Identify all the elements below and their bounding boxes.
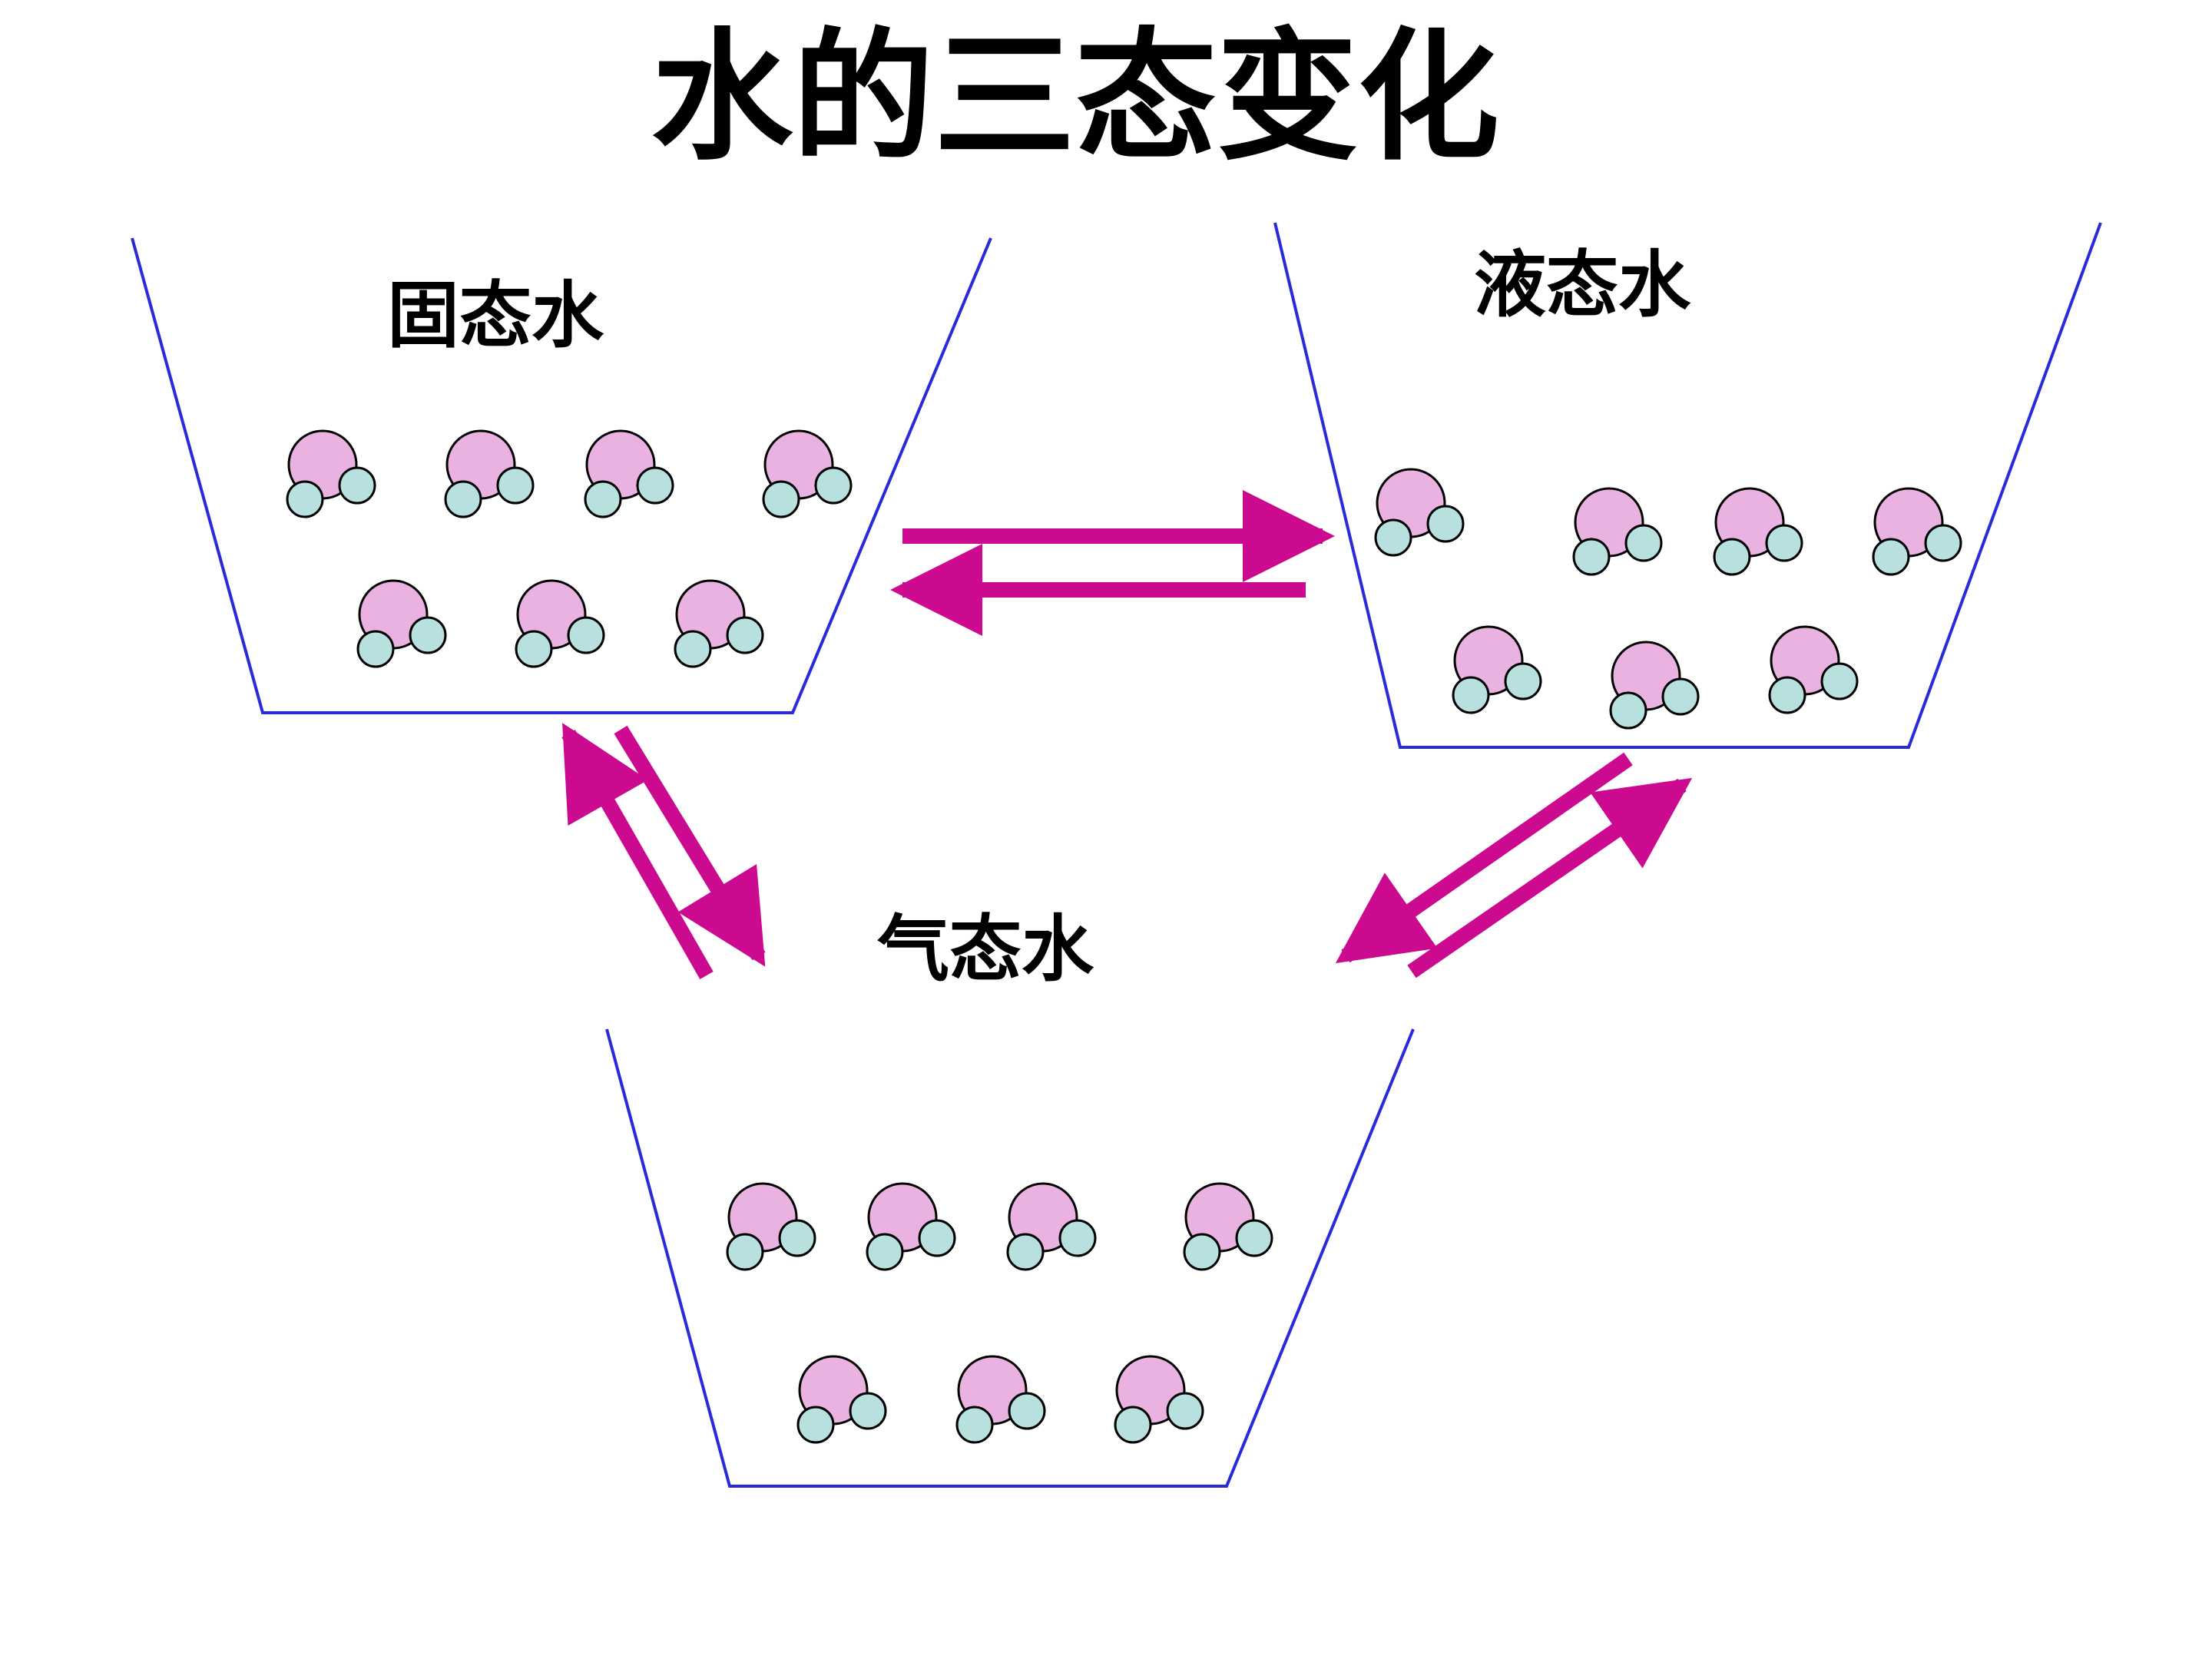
label-gas: 气态水 (877, 907, 1094, 992)
arrow-liquid-to-gas (1335, 752, 1633, 964)
hydrogen-atom (1114, 1406, 1152, 1444)
hydrogen-atom (726, 616, 764, 654)
hydrogen-atom (866, 1233, 904, 1271)
water-molecule (1114, 1355, 1204, 1444)
hydrogen-atom (1924, 524, 1962, 562)
molecules-liquid (1374, 468, 1962, 730)
hydrogen-atom (496, 466, 535, 505)
water-molecule (1768, 625, 1859, 714)
arrow-gas-to-liquid (1407, 777, 1693, 979)
water-molecule (674, 579, 764, 668)
hydrogen-atom (409, 616, 447, 654)
water-molecule (515, 579, 605, 668)
arrow-gas-to-solid (561, 723, 714, 979)
water-molecule (286, 429, 376, 518)
molecules-gas (726, 1182, 1273, 1444)
hydrogen-atom (955, 1406, 994, 1444)
hydrogen-atom (356, 630, 395, 668)
water-molecule (762, 429, 853, 518)
hydrogen-atom (1452, 676, 1490, 714)
water-molecule (866, 1182, 956, 1271)
hydrogen-atom (584, 480, 622, 518)
label-liquid: 液态水 (1474, 243, 1691, 327)
hydrogen-atom (674, 630, 712, 668)
container-liquid: 液态水 (1273, 222, 2102, 749)
hydrogen-atom (515, 630, 553, 668)
water-molecule (356, 579, 447, 668)
hydrogen-atom (778, 1219, 816, 1257)
container-gas: 气态水 (605, 907, 1415, 1488)
water-molecule (1713, 487, 1803, 576)
arrow-solid-to-gas (614, 725, 766, 967)
container-gas-outline (605, 1028, 1415, 1488)
hydrogen-atom (1624, 524, 1663, 562)
water-molecule (1374, 468, 1465, 557)
hydrogen-atom (796, 1406, 835, 1444)
hydrogen-atom (1006, 1233, 1045, 1271)
water-molecule (1183, 1182, 1273, 1271)
water-molecule (1872, 487, 1962, 576)
hydrogen-atom (726, 1233, 764, 1271)
hydrogen-atom (1820, 662, 1859, 700)
hydrogen-atom (762, 480, 800, 518)
water-molecule (1006, 1182, 1097, 1271)
hydrogen-atom (338, 466, 376, 505)
diagram-title: 水的三态变化 (651, 14, 1499, 180)
hydrogen-atom (1872, 538, 1910, 576)
hydrogen-atom (1713, 538, 1751, 576)
hydrogen-atom (567, 616, 605, 654)
hydrogen-atom (1768, 676, 1806, 714)
hydrogen-atom (1374, 518, 1412, 557)
hydrogen-atom (849, 1392, 887, 1430)
hydrogen-atom (1235, 1219, 1273, 1257)
hydrogen-atom (1426, 505, 1465, 543)
hydrogen-atom (1765, 524, 1803, 562)
hydrogen-atom (1183, 1233, 1221, 1271)
hydrogen-atom (814, 466, 853, 505)
hydrogen-atom (444, 480, 482, 518)
water-molecule (726, 1182, 816, 1271)
water-molecule (796, 1355, 887, 1444)
container-liquid-outline (1273, 222, 2102, 749)
transition-arrows (561, 490, 1693, 979)
hydrogen-atom (636, 466, 674, 505)
container-solid-outline (131, 237, 992, 714)
label-solid: 固态水 (387, 273, 604, 358)
water-molecule (1452, 625, 1542, 714)
water-molecule (444, 429, 535, 518)
hydrogen-atom (1504, 662, 1542, 700)
hydrogen-atom (918, 1219, 956, 1257)
water-molecule (955, 1355, 1046, 1444)
hydrogen-atom (1609, 691, 1647, 730)
hydrogen-atom (1166, 1392, 1204, 1430)
hydrogen-atom (1572, 538, 1611, 576)
water-molecule (1572, 487, 1663, 576)
molecules-solid (286, 429, 853, 668)
hydrogen-atom (1058, 1219, 1097, 1257)
water-molecule (1609, 641, 1700, 730)
hydrogen-atom (286, 480, 324, 518)
water-molecule (584, 429, 674, 518)
hydrogen-atom (1008, 1392, 1046, 1430)
hydrogen-atom (1661, 677, 1700, 716)
container-solid: 固态水 (131, 237, 992, 714)
